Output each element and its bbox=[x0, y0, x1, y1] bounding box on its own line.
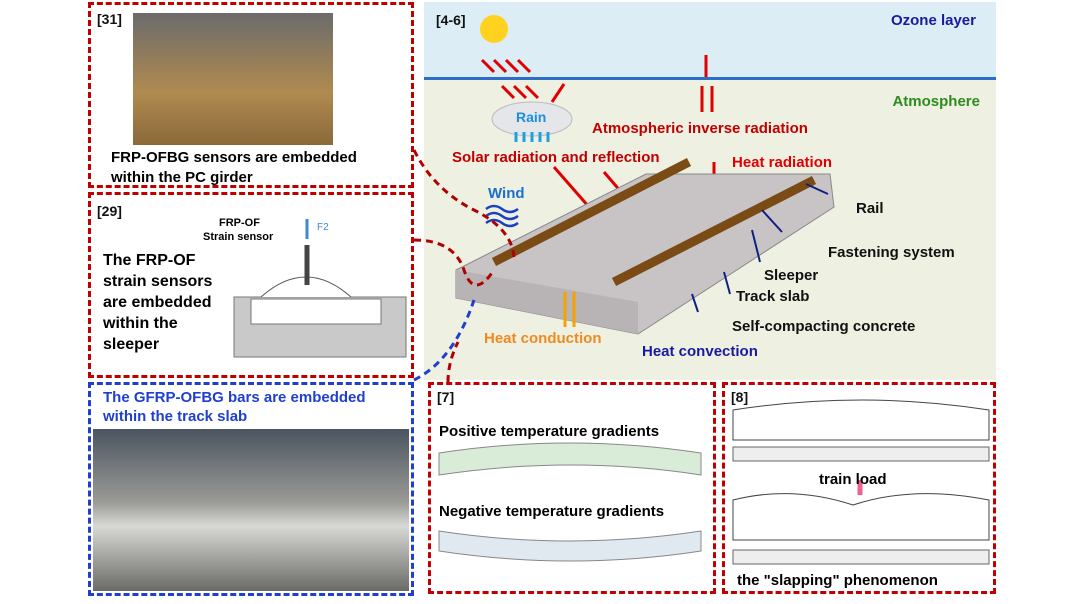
track-slab-label: Track slab bbox=[736, 288, 810, 305]
panel-7: [7] Positive temperature gradients Negat… bbox=[428, 382, 716, 594]
sleeper-caption: The FRP-OF strain sensors are embedded w… bbox=[103, 250, 212, 355]
panel-29: [29] FRP-OF Strain sensor F2 The FRP-OF … bbox=[88, 192, 414, 378]
rail-left bbox=[491, 157, 692, 267]
caption-line: The FRP-OF bbox=[103, 252, 196, 269]
sleeper-label: Sleeper bbox=[764, 267, 819, 284]
main-ref: [4-6] bbox=[436, 12, 466, 28]
rail-right bbox=[611, 175, 817, 287]
main-panel: [4-6] Ozone layer Atmosphere Rain Atmosp… bbox=[424, 2, 996, 380]
train-load-label: train load bbox=[819, 471, 887, 488]
panel-31-ref: [31] bbox=[97, 11, 122, 27]
ozone-label: Ozone layer bbox=[890, 12, 976, 29]
panel-8-ref: [8] bbox=[731, 389, 749, 405]
gfrp-caption-1: The GFRP-OFBG bars are embedded bbox=[103, 389, 366, 406]
fastening-label: Fastening system bbox=[828, 244, 955, 261]
panel-31-caption-2: within the PC girder bbox=[111, 169, 253, 186]
heat-conduction-label: Heat conduction bbox=[484, 330, 602, 347]
panel-8: [8] train load the "slapping" phenomenon bbox=[722, 382, 996, 594]
panel-gfrp: The GFRP-OFBG bars are embedded within t… bbox=[88, 382, 414, 596]
main-illustration bbox=[455, 15, 835, 335]
panel-31-caption-1: FRP-OFBG sensors are embedded bbox=[111, 149, 357, 166]
force-label: F2 bbox=[317, 222, 329, 233]
rail-label: Rail bbox=[856, 200, 884, 217]
sensor-label-1: FRP-OF bbox=[219, 217, 260, 229]
wind-label: Wind bbox=[488, 185, 525, 202]
sleeper-drawing bbox=[233, 219, 407, 358]
caption-line: within the bbox=[103, 315, 178, 332]
panel-31: [31] FRP-OFBG sensors are embedded withi… bbox=[88, 2, 414, 188]
heat-conduction-arrows bbox=[563, 292, 576, 327]
heat-convection-label: Heat convection bbox=[642, 343, 758, 360]
scc-label: Self-compacting concrete bbox=[732, 318, 916, 335]
gradient-drawings bbox=[438, 442, 702, 562]
rain-label: Rain bbox=[516, 109, 547, 125]
atmosphere-label: Atmosphere bbox=[892, 93, 980, 110]
gfrp-caption-2: within the track slab bbox=[103, 408, 248, 425]
heat-radiation-label: Heat radiation bbox=[732, 154, 833, 171]
solar-label: Solar radiation and reflection bbox=[452, 149, 660, 166]
atm-inverse-label: Atmospheric inverse radiation bbox=[592, 120, 808, 137]
component-pointers bbox=[691, 183, 829, 313]
slapping-label: the "slapping" phenomenon bbox=[737, 572, 938, 589]
sun-icon bbox=[480, 15, 508, 43]
positive-gradient-label: Positive temperature gradients bbox=[439, 423, 660, 440]
caption-line: are embedded bbox=[103, 294, 212, 311]
caption-line: strain sensors bbox=[103, 273, 213, 290]
sensor-label-2: Strain sensor bbox=[203, 231, 274, 243]
panel-29-ref: [29] bbox=[97, 203, 122, 219]
track-slab-photo bbox=[93, 429, 409, 591]
wind-icon bbox=[485, 204, 519, 228]
slapping-drawings bbox=[732, 399, 990, 565]
ozone-layer-region bbox=[424, 2, 996, 80]
caption-line: sleeper bbox=[103, 336, 160, 353]
rain-drops bbox=[514, 132, 550, 142]
negative-gradient-label: Negative temperature gradients bbox=[439, 503, 665, 520]
pc-girder-photo bbox=[133, 13, 333, 145]
panel-7-ref: [7] bbox=[437, 389, 455, 405]
